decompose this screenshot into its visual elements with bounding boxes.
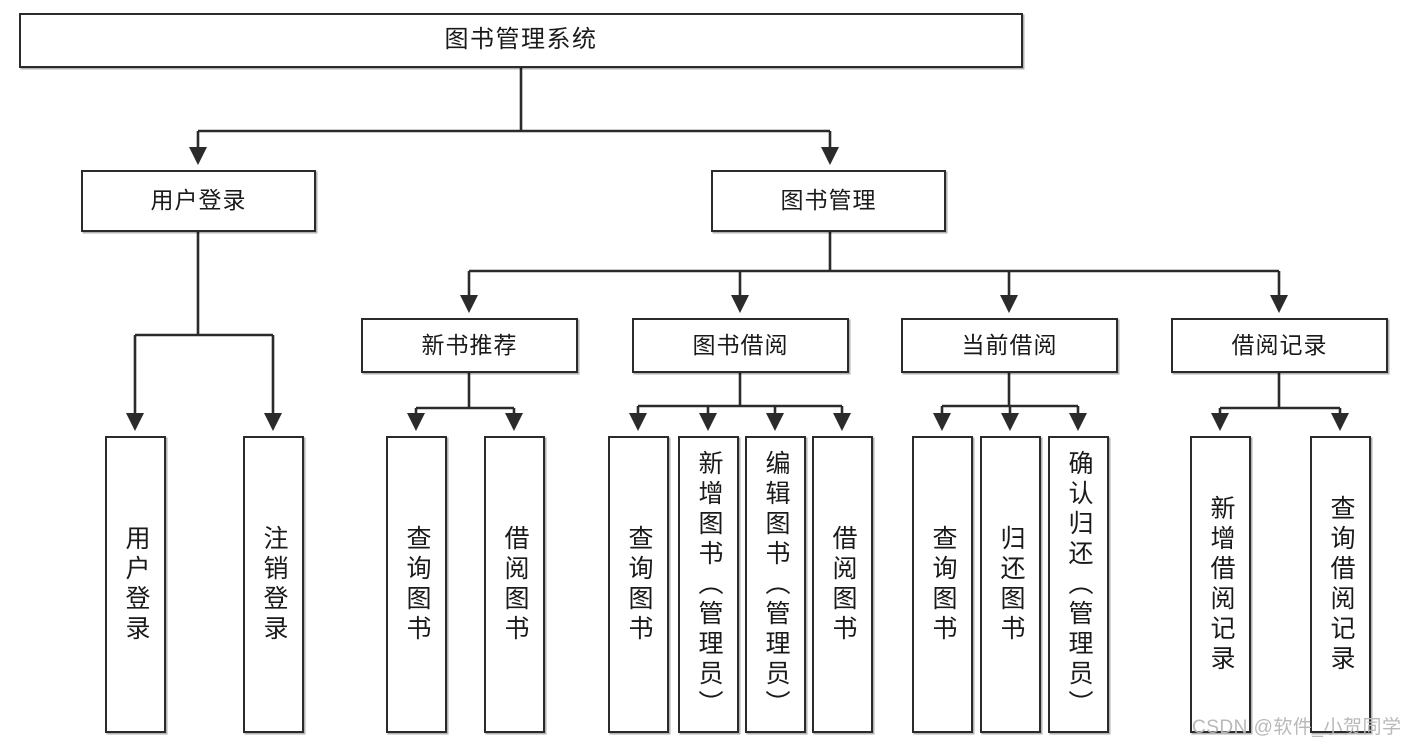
node-leaf-query-record[interactable]: 查询借阅记录: [1310, 436, 1371, 733]
node-borrow-record[interactable]: 借阅记录: [1171, 318, 1388, 373]
node-borrow-record-label: 借阅记录: [1231, 331, 1328, 358]
watermark-text: CSDN @软件_小贺同学: [1192, 717, 1402, 738]
node-leaf-query-book-1-label: 查询图书: [403, 524, 431, 645]
node-book-borrow-label: 图书借阅: [692, 331, 789, 358]
node-user-login-label: 用户登录: [150, 187, 247, 214]
node-leaf-confirm-return-label: 确认归还（管理员）: [1065, 449, 1093, 720]
node-root[interactable]: 图书管理系统: [19, 13, 1023, 68]
node-leaf-user-login-label: 用户登录: [122, 524, 150, 645]
node-book-borrow[interactable]: 图书借阅: [632, 318, 849, 373]
node-book-manage-label: 图书管理: [780, 187, 877, 214]
node-current-borrow[interactable]: 当前借阅: [901, 318, 1118, 373]
node-leaf-return-book-label: 归还图书: [997, 524, 1025, 645]
node-leaf-borrow-book-2-label: 借阅图书: [829, 524, 857, 645]
node-current-borrow-label: 当前借阅: [961, 331, 1058, 358]
node-leaf-user-login[interactable]: 用户登录: [105, 436, 166, 733]
node-leaf-confirm-return[interactable]: 确认归还（管理员）: [1048, 436, 1109, 733]
node-leaf-borrow-book-2[interactable]: 借阅图书: [812, 436, 873, 733]
node-leaf-return-book[interactable]: 归还图书: [980, 436, 1041, 733]
node-leaf-query-book-2-label: 查询图书: [625, 524, 653, 645]
node-leaf-borrow-book-1-label: 借阅图书: [501, 524, 529, 645]
node-new-book-recommend[interactable]: 新书推荐: [361, 318, 578, 373]
node-leaf-edit-book[interactable]: 编辑图书（管理员）: [745, 436, 806, 733]
node-new-book-recommend-label: 新书推荐: [421, 331, 518, 358]
node-leaf-add-record-label: 新增借阅记录: [1207, 494, 1235, 675]
node-user-login[interactable]: 用户登录: [81, 170, 316, 232]
node-leaf-query-record-label: 查询借阅记录: [1327, 494, 1355, 675]
node-leaf-add-book[interactable]: 新增图书（管理员）: [678, 436, 739, 733]
node-leaf-query-book-3-label: 查询图书: [929, 524, 957, 645]
node-root-label: 图书管理系统: [444, 26, 598, 54]
node-leaf-query-book-1[interactable]: 查询图书: [386, 436, 447, 733]
node-leaf-query-book-2[interactable]: 查询图书: [608, 436, 669, 733]
node-leaf-edit-book-label: 编辑图书（管理员）: [762, 449, 790, 720]
node-book-manage[interactable]: 图书管理: [711, 170, 946, 232]
node-leaf-add-record[interactable]: 新增借阅记录: [1190, 436, 1251, 733]
node-leaf-query-book-3[interactable]: 查询图书: [912, 436, 973, 733]
node-leaf-add-book-label: 新增图书（管理员）: [695, 449, 723, 720]
node-leaf-user-logout-label: 注销登录: [260, 524, 288, 645]
node-leaf-borrow-book-1[interactable]: 借阅图书: [484, 436, 545, 733]
node-leaf-user-logout[interactable]: 注销登录: [243, 436, 304, 733]
